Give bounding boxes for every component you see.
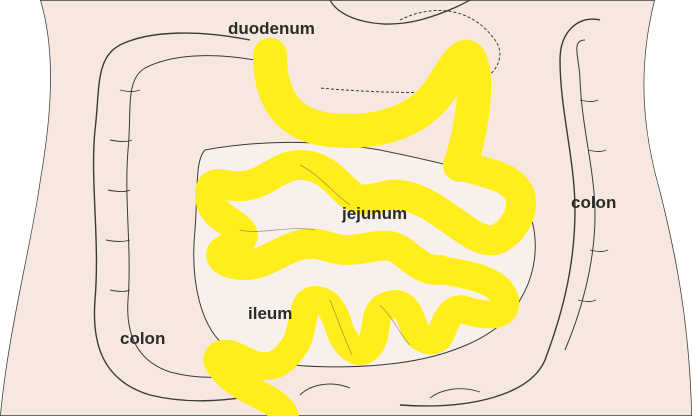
label-duodenum: duodenum — [228, 20, 315, 37]
label-jejunum: jejunum — [342, 205, 407, 222]
label-colon-right: colon — [571, 194, 616, 211]
label-colon-left: colon — [120, 330, 165, 347]
label-ileum: ileum — [248, 305, 292, 322]
